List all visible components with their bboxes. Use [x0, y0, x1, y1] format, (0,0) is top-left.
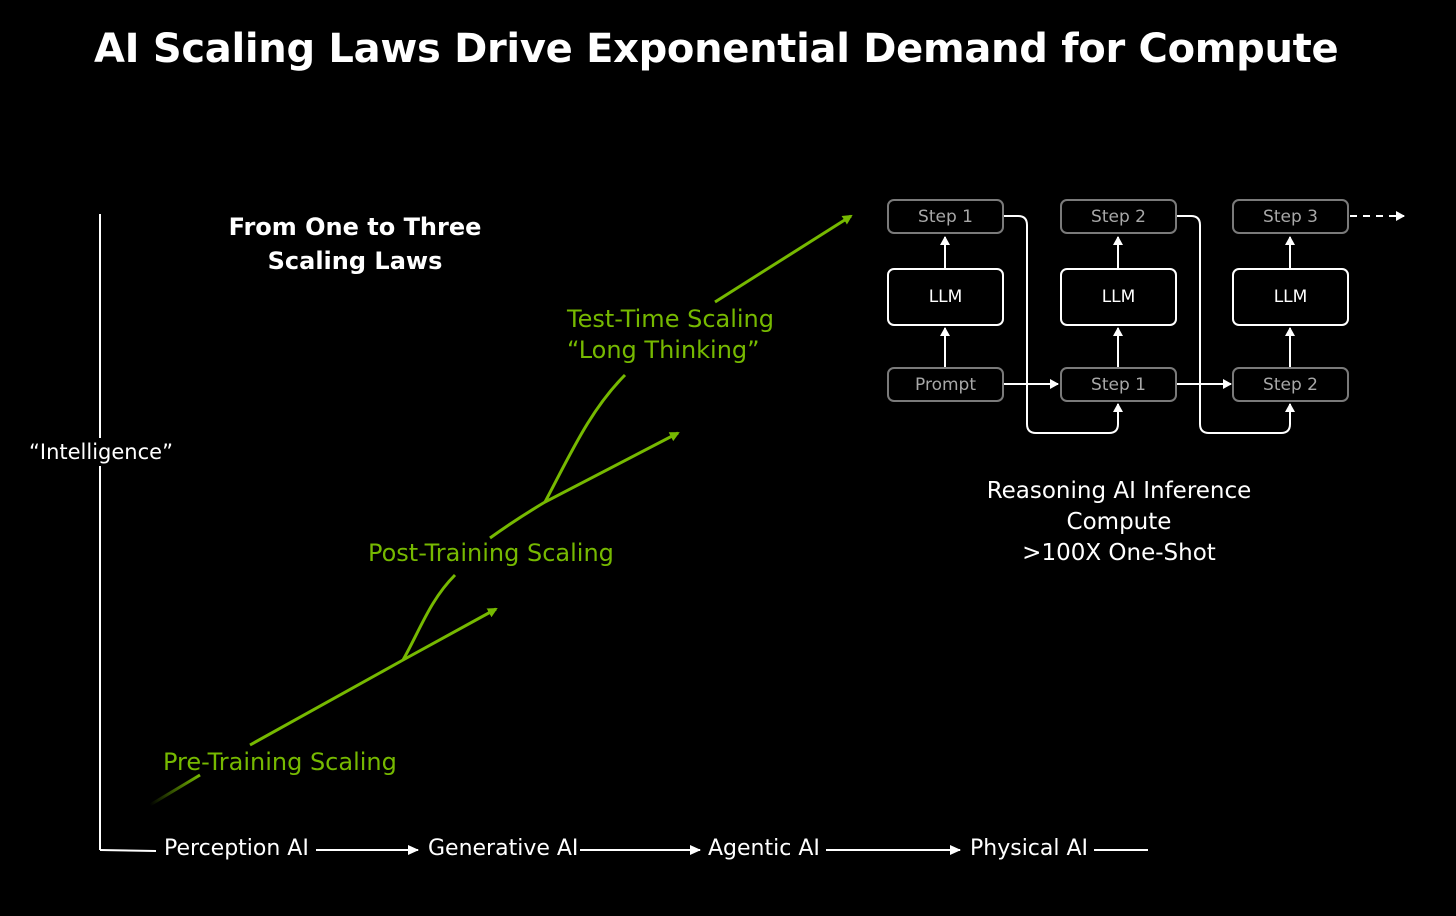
loop-step2-to-step2b — [1177, 215, 1295, 434]
llm-box-2: LLM — [1060, 268, 1177, 326]
step-1-output-box: Step 1 — [887, 199, 1004, 234]
label-pre-training: Pre-Training Scaling — [163, 748, 397, 776]
subtitle-line-2: Scaling Laws — [267, 247, 443, 275]
step-2-input-box: Step 2 — [1232, 367, 1349, 402]
x-axis-line-start — [99, 849, 157, 852]
label-test-time: Test-Time Scaling — [567, 305, 774, 333]
reasoning-caption-line-2: Compute — [1066, 509, 1172, 535]
reasoning-caption-line-3: >100X One-Shot — [1022, 540, 1216, 566]
llm-box-1: LLM — [887, 268, 1004, 326]
subtitle: From One to Three Scaling Laws — [205, 210, 505, 278]
llm-box-3: LLM — [1232, 268, 1349, 326]
pre-training-curve — [249, 607, 498, 747]
post-training-curve — [489, 431, 680, 540]
pre-training-fade — [149, 773, 201, 807]
reasoning-caption-line-1: Reasoning AI Inference — [986, 478, 1252, 504]
reasoning-caption: Reasoning AI Inference Compute >100X One… — [960, 476, 1278, 569]
label-long-thinking: “Long Thinking” — [567, 336, 760, 364]
page-title: AI Scaling Laws Drive Exponential Demand… — [94, 26, 1339, 72]
step-2-output-box: Step 2 — [1060, 199, 1177, 234]
prompt-box: Prompt — [887, 367, 1004, 402]
x-stage-agentic: Agentic AI — [708, 836, 820, 861]
x-stage-perception: Perception AI — [164, 836, 309, 861]
post-training-branch — [401, 573, 457, 661]
step-1-input-box: Step 1 — [1060, 367, 1177, 402]
label-post-training: Post-Training Scaling — [368, 539, 614, 567]
test-time-curve — [714, 214, 853, 304]
x-stage-physical: Physical AI — [970, 836, 1089, 861]
test-time-branch — [543, 373, 627, 503]
x-stage-generative: Generative AI — [428, 836, 579, 861]
loop-step1-to-step1b — [1004, 215, 1123, 434]
step-3-output-box: Step 3 — [1232, 199, 1349, 234]
y-axis-label: “Intelligence” — [20, 438, 182, 466]
subtitle-line-1: From One to Three — [228, 213, 482, 241]
